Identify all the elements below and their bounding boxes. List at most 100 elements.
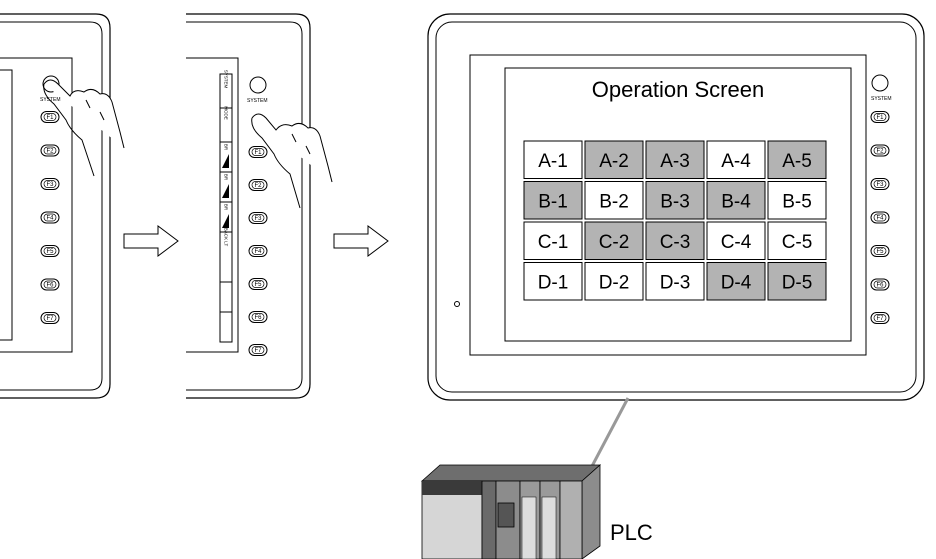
system-button[interactable] — [871, 74, 889, 92]
function-key-label: F2 — [46, 149, 54, 155]
power-led — [454, 301, 460, 307]
grid-cell[interactable]: A-5 — [767, 140, 827, 179]
function-key-f7[interactable]: F7 — [248, 344, 268, 356]
function-key-label: F4 — [254, 249, 262, 255]
function-key-label: F6 — [876, 283, 884, 289]
grid-cell-label: D-2 — [599, 272, 630, 293]
function-key-f5[interactable]: F5 — [40, 245, 60, 257]
grid-cell[interactable]: D-5 — [767, 262, 827, 301]
function-key-label: F7 — [254, 348, 262, 354]
grid-cell-label: A-4 — [721, 151, 751, 172]
grid-cell[interactable]: D-2 — [584, 262, 644, 301]
grid-cell[interactable]: D-4 — [706, 262, 766, 301]
system-menu-item[interactable]: SYSTEM — [224, 70, 229, 89]
grid-cell[interactable]: C-3 — [645, 221, 705, 260]
function-key-label: F2 — [876, 149, 884, 155]
function-key-f1[interactable]: F1 — [248, 146, 268, 158]
grid-cell[interactable]: D-3 — [645, 262, 705, 301]
grid-cell-label: A-3 — [660, 151, 690, 172]
function-key-f1[interactable]: F1 — [40, 111, 60, 123]
grid-cell-label: A-5 — [782, 151, 812, 172]
function-key-f1[interactable]: F1 — [870, 111, 890, 123]
function-key-f3[interactable]: F3 — [870, 178, 890, 190]
grid-cell[interactable]: A-4 — [706, 140, 766, 179]
grid-cell-label: C-5 — [782, 232, 813, 253]
grid-cell-label: B-3 — [660, 191, 690, 212]
system-button[interactable] — [249, 76, 267, 94]
grid-cell[interactable]: C-5 — [767, 221, 827, 260]
function-key-label: F5 — [46, 249, 54, 255]
function-key-f4[interactable]: F4 — [248, 245, 268, 257]
system-menu-item[interactable]: BR — [222, 174, 229, 198]
function-key-f3[interactable]: F3 — [40, 178, 60, 190]
function-key-f5[interactable]: F5 — [870, 245, 890, 257]
grid-cell-label: B-4 — [721, 191, 751, 212]
function-key-f2[interactable]: F2 — [40, 144, 60, 157]
function-key-f3[interactable]: F3 — [248, 212, 268, 224]
system-menu-item[interactable]: BR — [222, 144, 229, 168]
system-menu-item[interactable]: BR — [222, 204, 229, 228]
function-key-f7[interactable]: F7 — [40, 312, 60, 324]
pressing-hand-icon — [251, 113, 333, 209]
function-key-label: F7 — [46, 316, 54, 322]
system-menu-label: MODE — [224, 106, 229, 120]
function-key-f6[interactable]: F6 — [870, 278, 890, 291]
grid-cell[interactable]: B-2 — [584, 181, 644, 220]
grid-cell[interactable]: B-4 — [706, 181, 766, 220]
page-title: Operation Screen — [592, 77, 764, 102]
function-key-label: F2 — [254, 183, 262, 189]
grid-cell-label: B-2 — [599, 191, 629, 212]
system-menu-label: BR — [224, 174, 229, 181]
function-key-label: F5 — [876, 249, 884, 255]
grid-cell[interactable]: A-2 — [584, 140, 644, 179]
system-menu-label: SYSTEM — [224, 70, 229, 89]
grid-cell[interactable]: B-1 — [523, 181, 583, 220]
arrow-right-icon — [333, 225, 389, 257]
function-key-f4[interactable]: F4 — [40, 211, 60, 224]
function-key-label: F4 — [46, 216, 54, 222]
grid-cell-label: C-3 — [660, 232, 691, 253]
system-menu-label: BACK LT — [224, 228, 229, 247]
function-key-f4[interactable]: F4 — [870, 211, 890, 224]
grid-cell[interactable]: C-4 — [706, 221, 766, 260]
system-menu-bar: SYSTEM MODE BR BR BR BACK LT — [219, 70, 233, 343]
function-key-f2[interactable]: F2 — [248, 179, 268, 191]
function-key-f5[interactable]: F5 — [248, 278, 268, 290]
arrow-right-icon — [123, 225, 179, 257]
system-menu-item[interactable]: MODE — [224, 106, 229, 120]
grid-cell[interactable]: C-1 — [523, 221, 583, 260]
function-key-label: F3 — [876, 182, 884, 188]
function-key-label: F6 — [254, 315, 262, 321]
pressing-hand-icon — [43, 79, 125, 177]
function-key-label: F4 — [876, 216, 884, 222]
system-menu-label: BR — [224, 204, 229, 211]
grid-cell[interactable]: A-3 — [645, 140, 705, 179]
function-key-label: F1 — [876, 115, 884, 121]
grid-cell-label: B-1 — [538, 191, 568, 212]
grid-cell[interactable]: D-1 — [523, 262, 583, 301]
system-menu-item[interactable]: BACK LT — [224, 228, 229, 247]
grid-cell-label: B-5 — [782, 191, 812, 212]
function-key-label: F3 — [254, 216, 262, 222]
plc-unit-icon — [420, 464, 602, 559]
function-key-f2[interactable]: F2 — [870, 144, 890, 157]
grid-cell-label: C-2 — [599, 232, 630, 253]
grid-cell[interactable]: B-3 — [645, 181, 705, 220]
function-key-f6[interactable]: F6 — [40, 278, 60, 291]
grid-cell[interactable]: C-2 — [584, 221, 644, 260]
grid-cell-label: D-1 — [538, 272, 569, 293]
function-key-label: F3 — [46, 182, 54, 188]
function-key-f7[interactable]: F7 — [870, 312, 890, 324]
grid-cell-label: C-4 — [721, 232, 752, 253]
function-key-label: F6 — [46, 283, 54, 289]
grid-cell-label: D-3 — [660, 272, 691, 293]
system-label: SYSTEM — [247, 98, 268, 104]
function-key-label: F1 — [46, 115, 54, 121]
grid-cell[interactable]: A-1 — [523, 140, 583, 179]
function-key-f6[interactable]: F6 — [248, 311, 268, 323]
grid-cell[interactable]: B-5 — [767, 181, 827, 220]
